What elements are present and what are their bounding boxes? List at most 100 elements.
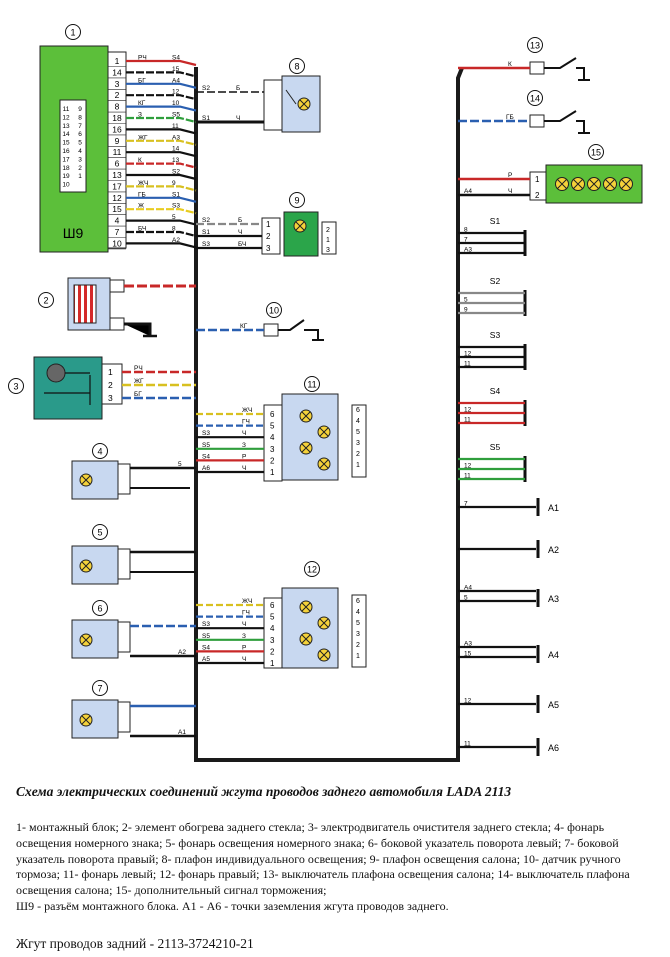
- block-wire-color: ЖГ: [138, 134, 148, 141]
- block-pin-number: 6: [115, 159, 120, 169]
- c12-side-pin: 2: [356, 642, 360, 649]
- brake-wire-color: Ч: [508, 188, 512, 195]
- plate-lamp-4: [71, 460, 196, 500]
- block-pin-number: 15: [112, 204, 122, 214]
- c11-pin: 6: [270, 410, 275, 419]
- splice-label: S3: [490, 330, 501, 340]
- component-callout-9: [289, 192, 305, 208]
- component-callout-8: [289, 58, 305, 74]
- c11-wire-color: Р: [242, 453, 246, 460]
- lamp9-wire-color: БЧ: [238, 241, 246, 248]
- block-wire-tag: А2: [172, 237, 180, 244]
- component-callout-11: [304, 376, 320, 392]
- splice-wire-tag: 12: [464, 351, 472, 358]
- c12-side-pin: 6: [356, 598, 360, 605]
- connector-pin: 10: [62, 182, 70, 189]
- lamp9-pin: 2: [266, 232, 271, 241]
- c11-pin: 2: [270, 456, 275, 465]
- motor-pin: 3: [108, 393, 113, 403]
- connector-pin: 7: [78, 123, 82, 130]
- block-wire-tag: 14: [172, 146, 180, 153]
- c12-side-pin: 3: [356, 631, 360, 638]
- c11-side-pin: 5: [356, 429, 360, 436]
- c12-side-pin: 5: [356, 620, 360, 627]
- ground-wire-tag: 11: [464, 741, 471, 748]
- block-wire-tag: S4: [172, 55, 180, 62]
- component-number: 13: [530, 41, 540, 51]
- left-wire-tag: А2: [178, 649, 186, 656]
- block-wire: [126, 59, 197, 67]
- block-wire-tag: S2: [172, 169, 180, 176]
- brake-pin: 2: [535, 191, 540, 200]
- c12-wire-color: ГЧ: [242, 610, 250, 617]
- ground-label: А2: [548, 545, 559, 555]
- lamp9-wire-tag: S1: [202, 229, 210, 236]
- block-wire-tag: А4: [172, 77, 180, 84]
- connector-pin: 11: [63, 106, 70, 113]
- side-turn-right-7: [71, 699, 196, 739]
- lamp8-wire-tag: S2: [202, 85, 210, 92]
- block-pin-number: 12: [112, 193, 122, 203]
- connector-pin: 5: [78, 140, 82, 147]
- handbrake-sensor-10: [196, 319, 324, 341]
- block-pin-number: 9: [115, 136, 120, 146]
- main-harness: [194, 67, 464, 762]
- lamp9-side-pin: 1: [326, 237, 330, 244]
- block-wire: [126, 151, 197, 158]
- block-wire-color: ЖЧ: [138, 180, 148, 187]
- c11-side-pin: 4: [356, 418, 360, 425]
- ground-label: А4: [548, 650, 559, 660]
- lamp8-wire-color: Б: [236, 85, 240, 92]
- c12-pin: 3: [270, 636, 275, 645]
- c12-pin: 1: [270, 659, 275, 668]
- block-wire: [126, 208, 197, 215]
- block-wire-tag: 12: [172, 89, 180, 96]
- c11-wire-color: ЖЧ: [242, 407, 252, 414]
- plate-lamp-5: [71, 545, 196, 585]
- component-number: 6: [97, 604, 102, 614]
- ground-wire-tag: 5: [464, 595, 468, 602]
- component-number: 3: [13, 382, 18, 392]
- connector-pin: 15: [62, 140, 70, 147]
- splice-label: S4: [490, 386, 501, 396]
- splice-wire-tag: 12: [464, 407, 472, 414]
- ground-label: А1: [548, 503, 559, 513]
- block-wire-color: КГ: [138, 100, 146, 107]
- block-wire: [126, 219, 197, 226]
- block-wire-tag: S5: [172, 112, 180, 119]
- component-callout-3: [8, 378, 24, 394]
- c11-wire-tag: А6: [202, 465, 210, 472]
- c11-side-pin: 6: [356, 407, 360, 414]
- c12-wire-tag: S3: [202, 621, 210, 628]
- component-number: 2: [43, 296, 48, 306]
- c12-pin: 2: [270, 647, 275, 656]
- c12-wire-tag: S5: [202, 633, 210, 640]
- block-wire: [126, 242, 197, 249]
- block-wire-tag: 8: [172, 226, 176, 233]
- c11-wire-tag: S3: [202, 430, 210, 437]
- brake-wire-tag: А4: [464, 188, 472, 195]
- cabin-light-switch-13: [458, 57, 590, 81]
- component-callout-15: [588, 144, 604, 160]
- c12-pin: 5: [270, 613, 275, 622]
- motor-wire-color: ЖГ: [134, 378, 144, 385]
- rear-window-heater: [67, 277, 196, 338]
- block-pin-number: 11: [113, 147, 122, 157]
- component-callout-6: [92, 600, 108, 616]
- block-pin-number: 4: [115, 216, 120, 226]
- lamp9-wire-color: Б: [238, 217, 242, 224]
- connector-pin: 16: [62, 148, 70, 155]
- block-pin-number: 18: [112, 113, 122, 123]
- block-wire: [126, 116, 197, 124]
- motor-pin: 2: [108, 380, 113, 390]
- component-number: 1: [70, 28, 75, 38]
- motor-wire-color: РЧ: [134, 365, 143, 372]
- block-wire-tag: А3: [172, 134, 180, 141]
- lamp9-side-pin: 2: [326, 227, 330, 234]
- ground-wire-tag: 12: [464, 698, 472, 705]
